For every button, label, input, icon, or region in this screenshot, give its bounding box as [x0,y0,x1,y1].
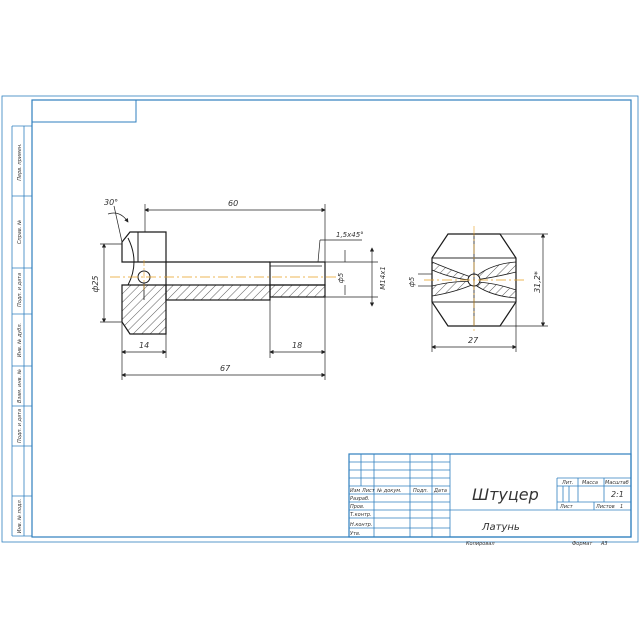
margin-label-7: Инв. № подл. [17,499,23,534]
role-checker: Пров. [350,504,365,510]
dim-bore-side: ф5 [337,272,345,283]
dim-bore-end: ф5 [408,276,416,287]
thread-body [269,261,326,286]
format-value: А3 [600,541,608,547]
dim-67: 67 [220,364,231,373]
lower-hatch-lobe [431,281,517,299]
dim-27: 27 [468,336,479,345]
lit-label: Лит. [561,480,574,486]
sheets-label: Листов [595,504,615,510]
top-left-stamp [31,99,137,123]
role-approved: Утв. [350,531,361,537]
role-developer: Разраб. [350,496,370,502]
shank-lower-section [165,284,271,301]
end-view [424,226,524,334]
margin-label-5: Взам. инв. № [17,369,23,403]
margin-label-6: Подп. и дата [17,409,23,443]
upper-hatch-lobe [431,261,517,281]
rev-header-sign: Подп. [413,488,428,494]
rev-header-doc: № докум. [376,488,402,494]
head-upper [121,231,167,263]
thread-lower-section [269,284,326,298]
margin-label-3: Подп. и дата [17,273,23,307]
sheets-value: 1 [620,504,623,510]
role-norm-control: Н.контр. [350,522,372,528]
rev-header-date: Дата [433,488,447,494]
rev-header-izm: Изм [350,488,360,494]
part-name: Штуцер [472,485,539,504]
dim-chamfer-angle: 30° [104,198,118,207]
margin-label-1: Перв. примен. [17,143,23,181]
sheet-frame [1,95,639,543]
scale-label: Масштаб [605,480,629,486]
margin-label-4: Инв. № дубл. [17,323,23,357]
end-dimension-labels: ф5 31,2* 27 [408,271,542,345]
dim-18: 18 [292,341,302,350]
role-tech-control: Т.контр. [350,512,372,518]
dim-edge-chamfer: 1,5x45° [336,231,364,239]
inner-frame [31,99,632,538]
dim-across-corners: 31,2* [533,271,542,293]
front-dimensions [100,204,378,380]
format-label: Формат [572,541,593,547]
front-view [110,231,338,335]
sheet-label: Лист [559,504,574,510]
scale-value: 2:1 [611,490,624,499]
title-block [348,453,632,538]
dim-14: 14 [139,341,149,350]
dim-head-diameter: ф25 [91,275,100,292]
head-chamfer-arc [127,237,135,286]
material-name: Латунь [481,522,520,533]
title-block-text: Изм Лист № докум. Подп. Дата Разраб. Про… [350,480,629,547]
head-lower-section [121,284,167,335]
mass-label: Масса [582,480,598,486]
margin-column [11,125,32,537]
end-dimensions [418,233,548,352]
dim-thread: М14х1 [379,266,387,290]
copied-label: Копировал [466,541,495,547]
front-dimension-labels: 30° 60 1,5x45° ф25 ф5 М14х1 14 18 67 [91,198,387,373]
margin-label-2: Справ. № [17,220,23,244]
margin-labels: Перв. примен. Справ. № Подп. и дата Инв.… [17,143,23,533]
rev-header-list: Лист [361,488,376,494]
dim-60: 60 [228,199,238,208]
outer-border [1,95,639,543]
